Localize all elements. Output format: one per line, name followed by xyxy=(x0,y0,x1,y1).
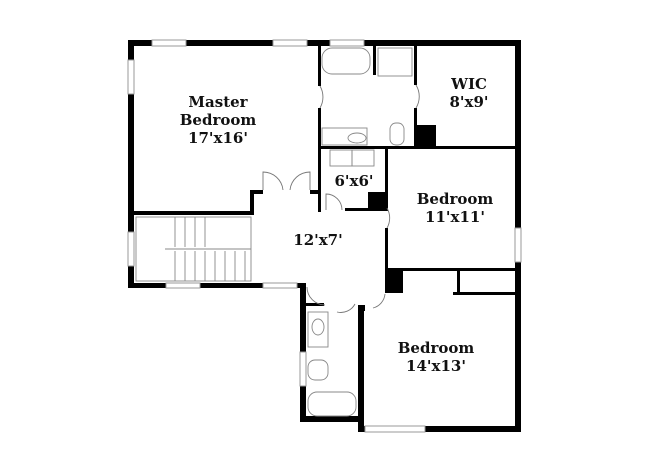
door-closet xyxy=(325,193,343,211)
bedroom3-name: Bedroom xyxy=(398,339,475,357)
bedroom2-name: Bedroom xyxy=(417,190,494,208)
window xyxy=(364,425,426,433)
wall-master-stub xyxy=(250,190,254,215)
window xyxy=(514,227,522,263)
bedroom3-size: 14'x13' xyxy=(406,357,466,375)
bedroom2-size: 11'x11' xyxy=(425,208,485,226)
wall-bedroom3-top xyxy=(453,292,521,295)
toilet xyxy=(307,359,329,381)
wall-bath2-top xyxy=(306,303,324,306)
sink xyxy=(347,132,367,144)
master-bedroom-size: 17'x16' xyxy=(188,129,248,147)
wic-name: WIC xyxy=(450,75,487,93)
door-master-left xyxy=(262,171,284,191)
window xyxy=(329,39,365,47)
window xyxy=(127,59,135,95)
sink xyxy=(311,318,325,336)
window xyxy=(299,351,307,387)
hall-size: 12'x7' xyxy=(293,231,342,249)
shower xyxy=(377,47,413,77)
stairs xyxy=(135,216,252,282)
hall-column xyxy=(385,270,403,293)
door-hall xyxy=(336,303,356,313)
bathtub xyxy=(321,47,371,75)
wall-master-right-b xyxy=(318,108,321,212)
window xyxy=(262,282,298,289)
wall-closet-right xyxy=(385,148,388,208)
wall-bath2-stub xyxy=(361,305,365,311)
shelf xyxy=(329,149,353,167)
window xyxy=(151,39,187,47)
wall-bath-divider xyxy=(373,46,376,75)
door-master-right xyxy=(289,171,311,191)
wall-hall-top-a xyxy=(250,190,263,194)
wall-wic-left-a xyxy=(414,46,417,85)
wall-left xyxy=(128,40,134,288)
wall-bedroom2-bottom xyxy=(388,268,515,271)
window xyxy=(127,231,135,267)
doors xyxy=(262,84,420,313)
window xyxy=(165,282,201,289)
wic-column xyxy=(415,125,436,148)
wall-closet2-divider xyxy=(457,268,460,294)
wall-top xyxy=(128,40,521,46)
master-bedroom-name-line2: Bedroom xyxy=(180,111,257,129)
wall-bath-bottom xyxy=(300,416,364,422)
shelf xyxy=(351,149,375,167)
door-wic xyxy=(415,84,420,109)
wall-hall-top-b xyxy=(310,190,320,194)
door-master-bath xyxy=(319,85,324,109)
room-labels: Master Bedroom 17'x16' WIC 8'x9' 6'x6' 1… xyxy=(180,75,494,375)
windows xyxy=(127,39,522,433)
wall-master-bottom xyxy=(134,211,252,215)
toilet xyxy=(389,122,405,146)
door-bath2 xyxy=(306,286,326,306)
door-bedroom2 xyxy=(386,207,391,229)
wic-size: 8'x9' xyxy=(449,93,488,111)
closet-size: 6'x6' xyxy=(334,172,373,190)
wall-bedroom3-left xyxy=(358,305,364,432)
master-bedroom-name: Master xyxy=(188,93,248,111)
wall-closet-bottom xyxy=(345,208,388,211)
bathtub xyxy=(307,391,357,417)
closet-column xyxy=(368,192,385,211)
vanity xyxy=(321,127,368,146)
wall-bottom-right xyxy=(358,426,521,432)
window xyxy=(272,39,308,47)
wall-bedroom2-left xyxy=(385,228,388,270)
vanity xyxy=(307,311,329,348)
door-bedroom3 xyxy=(372,293,386,309)
fixtures xyxy=(135,47,413,417)
wall-master-right-a xyxy=(318,46,321,86)
wall-bottom-left xyxy=(128,283,306,288)
